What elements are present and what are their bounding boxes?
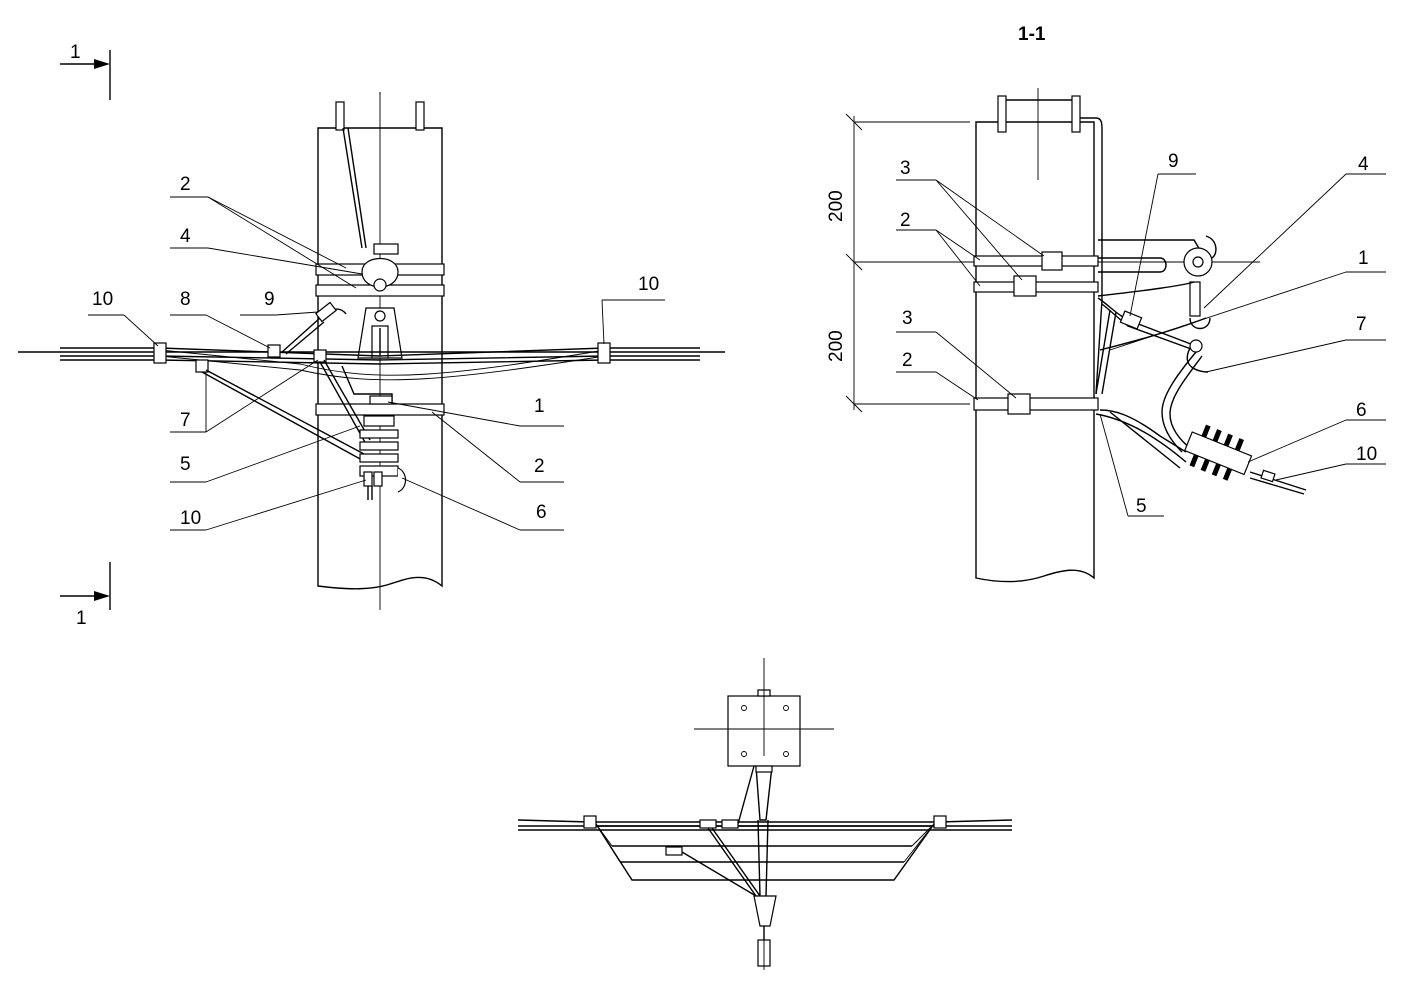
buckle-3-top [1041,251,1063,271]
plan-view [517,658,1013,970]
section-marker-top: 1 [60,42,111,100]
insulator-cap [363,415,395,427]
side-callout-1: 1 [1358,248,1369,269]
cover-9 [314,301,338,323]
buckle-3-low [1007,393,1031,415]
pole-front [317,127,443,590]
section-mark-bottom-label: 1 [76,608,87,629]
grounding-bar-right [415,101,425,131]
section-marker-bottom: 1 [60,562,111,629]
joint-10-left [153,342,167,364]
joint-10-right [597,342,611,364]
plan-insulator [753,895,777,927]
buckle-3-mid [1013,275,1037,297]
side-band-upper [973,255,1099,267]
callout-8: 8 [180,289,191,310]
callout-2-upper: 2 [180,174,191,195]
side-connector-7 [1189,339,1203,353]
side-callout-6: 6 [1356,400,1367,421]
side-callout-3-top: 3 [900,158,911,179]
pole-side [975,121,1095,583]
side-callout-5: 5 [1136,496,1147,517]
side-insulator-6 [1183,424,1253,481]
dimension-upper: 200 [826,190,847,222]
callout-10-bottom: 10 [180,508,201,529]
terminal-10-front [363,471,373,487]
side-callout-3-low: 3 [902,308,913,329]
callout-2-lower: 2 [534,456,545,477]
side-view: 200 200 [826,88,1307,583]
bracket-1 [369,395,393,405]
callout-1: 1 [534,396,545,417]
dimension-lower: 200 [826,330,847,362]
callout-7: 7 [180,410,191,431]
callout-10-right: 10 [638,274,659,295]
side-terminal-10 [1260,469,1276,483]
plan-connector-c [665,846,683,856]
plan-joint-left [583,815,597,829]
section-mark-top-label: 1 [70,42,81,63]
shackle-ring [361,258,399,288]
hook-4 [1189,281,1201,317]
side-cover-9 [1119,310,1143,330]
band-lower [315,403,445,416]
grounding-bar-left [335,101,345,131]
callout-4: 4 [180,226,191,247]
side-callout-2-top: 2 [900,210,911,231]
side-callout-4: 4 [1358,154,1369,175]
callout-5: 5 [180,454,191,475]
clamp-8 [267,344,281,358]
side-callout-2-low: 2 [902,350,913,371]
front-view-callouts: 2 4 10 8 9 10 7 5 10 1 [88,174,665,531]
front-view [18,92,725,610]
section-title: 1-1 [1018,24,1046,45]
plan-connector-a [699,819,717,829]
plan-connector-b [721,819,739,829]
shackle-top [373,243,399,255]
callout-10-left: 10 [92,289,113,310]
side-callout-7: 7 [1356,314,1367,335]
side-callout-10: 10 [1356,444,1377,465]
callout-6: 6 [536,502,547,523]
side-callout-9: 9 [1168,151,1179,172]
plan-joint-right [933,815,947,829]
side-band-lower [973,397,1099,411]
callout-9: 9 [264,289,275,310]
side-view-callouts: 3 2 9 4 1 7 3 2 6 10 [896,151,1386,517]
